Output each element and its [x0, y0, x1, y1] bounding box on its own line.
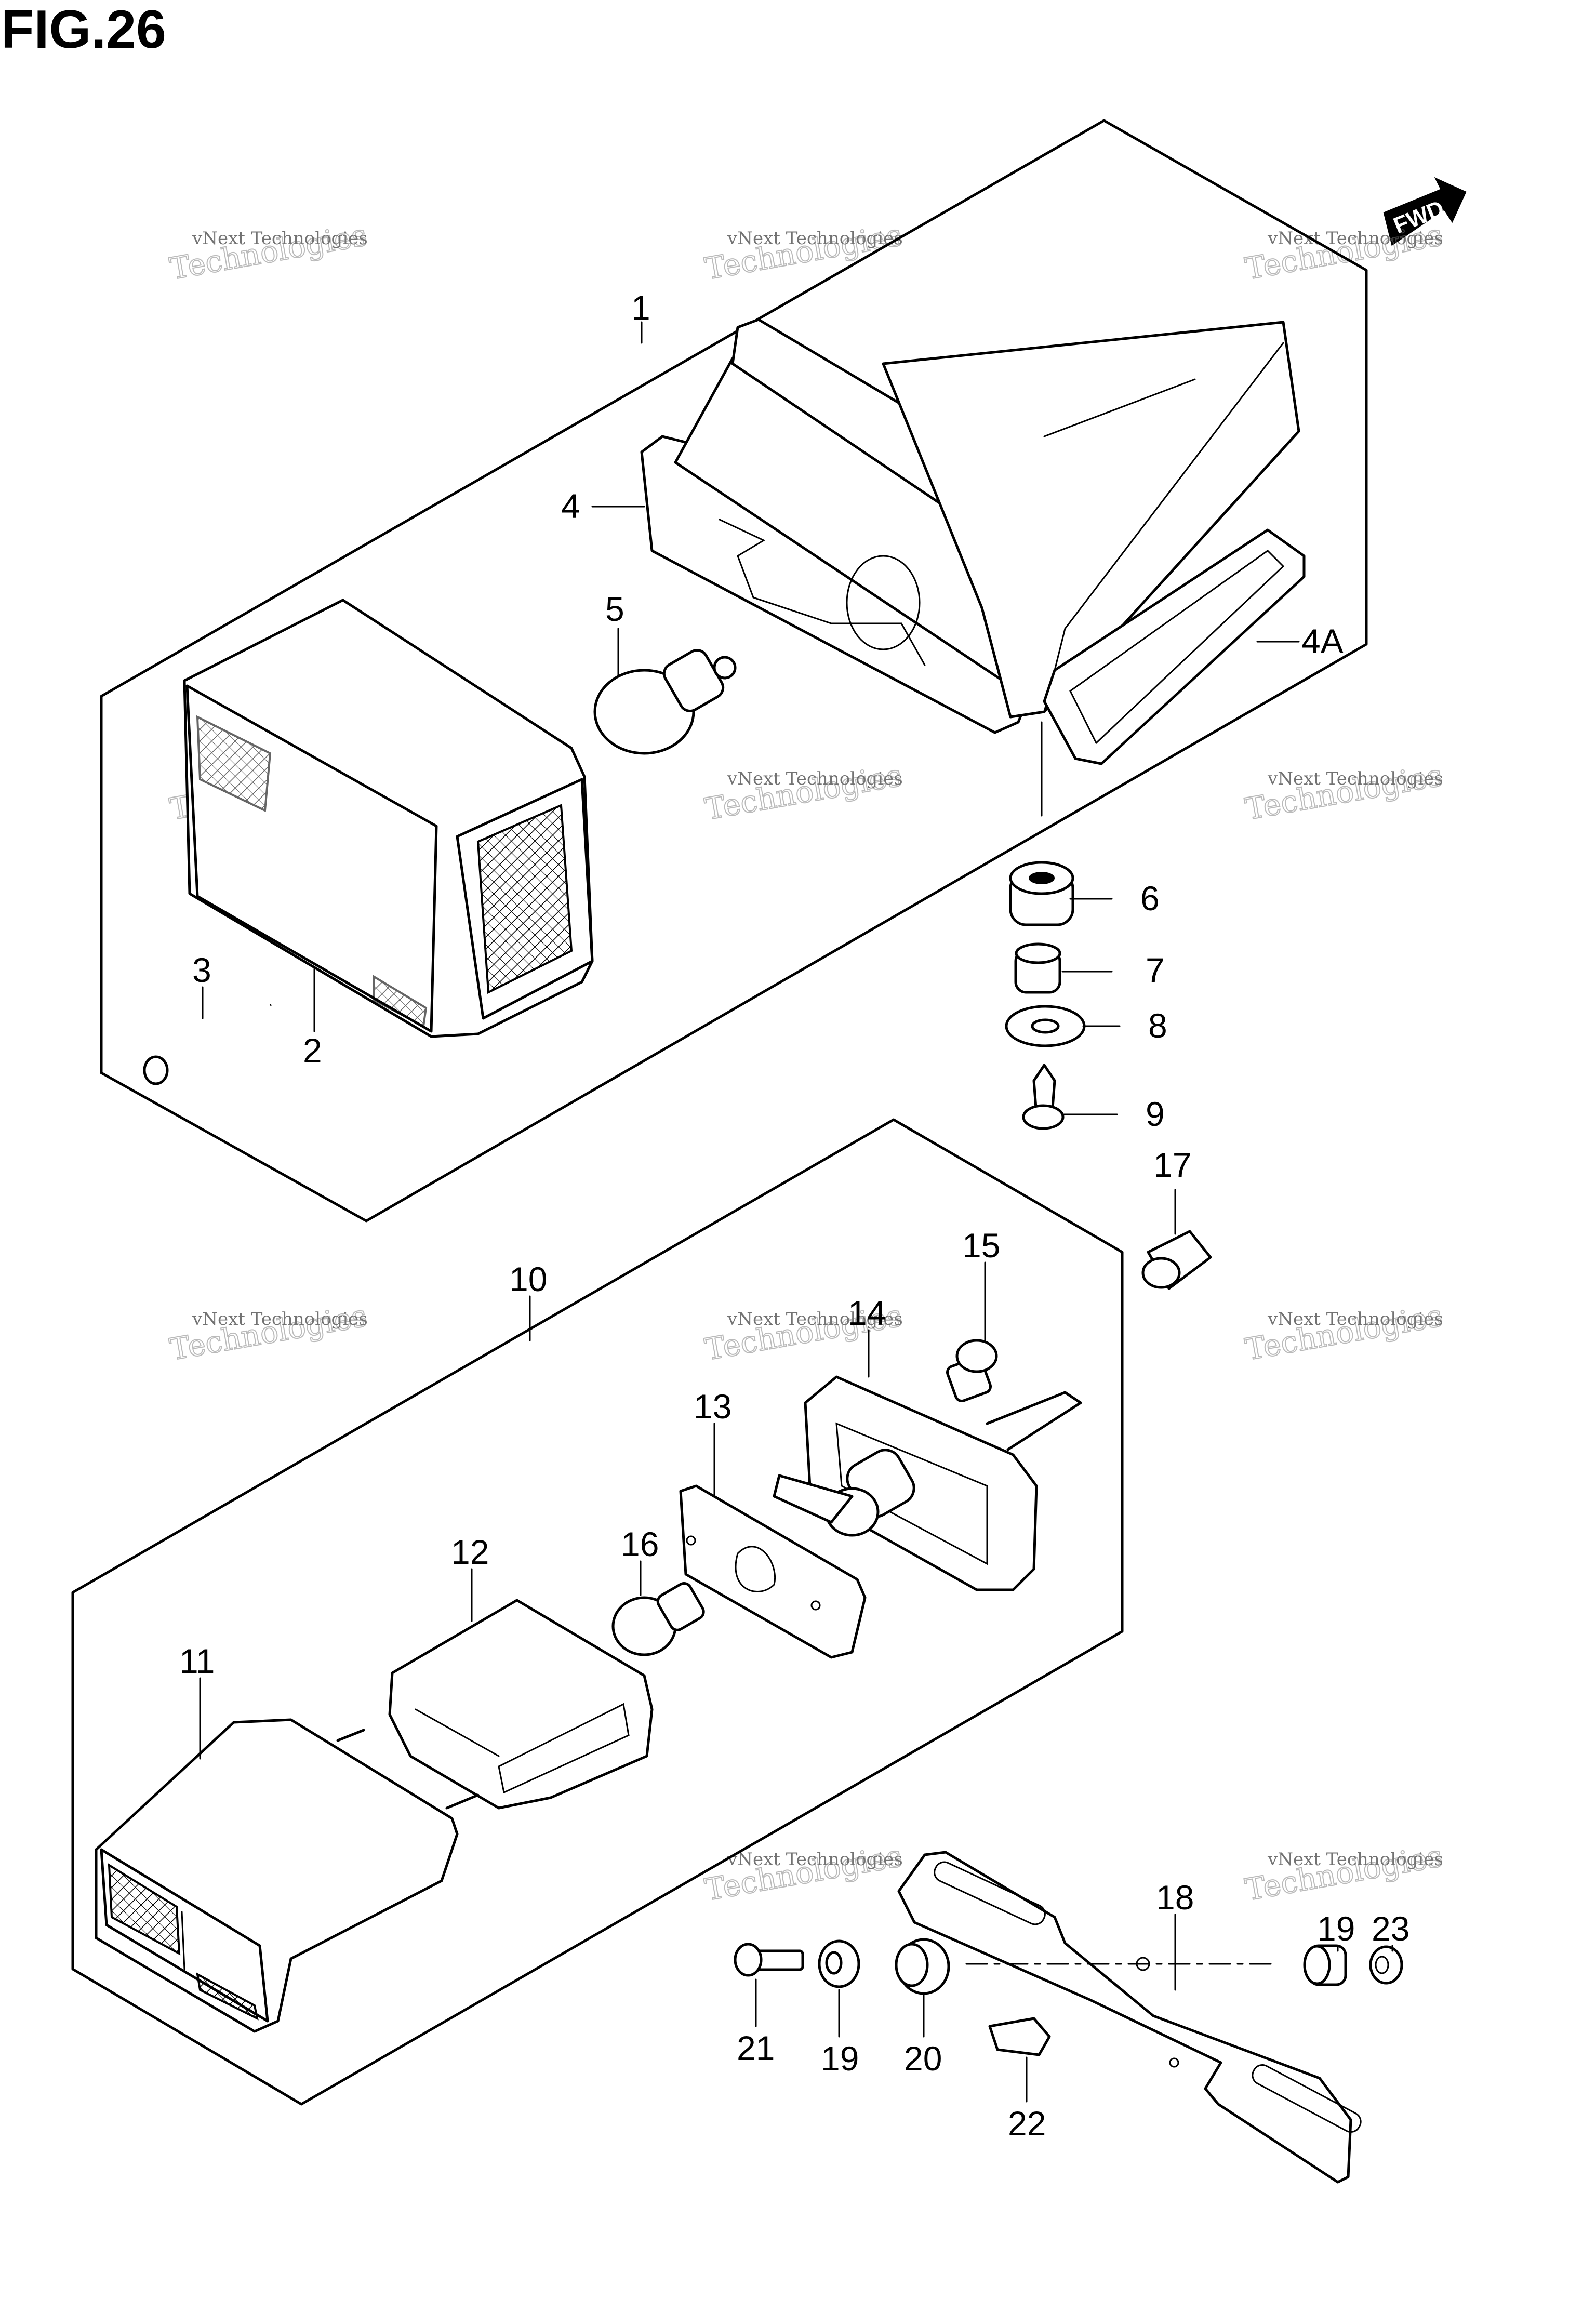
- svg-text:vNext Technologies: vNext Technologies: [1267, 1309, 1443, 1330]
- housing-11: [95, 1718, 480, 2033]
- callout-20: 20: [904, 2039, 942, 2078]
- callout-17: 17: [1153, 1146, 1191, 1184]
- watermark: vNext Technologies Technologies: [702, 1838, 906, 1908]
- bracket-18: [897, 1851, 1362, 2184]
- callout-4: 4: [561, 487, 580, 525]
- callout-4a: 4A: [1301, 622, 1344, 660]
- watermark: vNext Technologies Technologies: [702, 217, 906, 287]
- callout-3: 3: [192, 951, 211, 989]
- bolt-15: [946, 1339, 998, 1402]
- callout-2: 2: [303, 1031, 322, 1070]
- figure-title: FIG.26: [1, 0, 166, 60]
- svg-text:vNext Technologies: vNext Technologies: [192, 1309, 368, 1330]
- lens-12: [388, 1599, 654, 1810]
- callout-9: 9: [1146, 1095, 1165, 1133]
- svg-text:vNext Technologies: vNext Technologies: [727, 1309, 903, 1330]
- collar-19-right: [1303, 1944, 1347, 1986]
- gasket-plate-13: [679, 1484, 867, 1659]
- svg-text:Technologies: Technologies: [1243, 1838, 1445, 1908]
- callout-23: 23: [1372, 1909, 1409, 1948]
- callout-6: 6: [1140, 879, 1160, 918]
- nut-23: [1369, 1945, 1403, 1985]
- svg-text:vNext Technologies: vNext Technologies: [727, 1849, 903, 1870]
- svg-text:Technologies: Technologies: [167, 1298, 370, 1367]
- clip-22: [988, 2017, 1051, 2056]
- callout-8: 8: [1148, 1006, 1167, 1045]
- watermark: vNext Technologies Technologies: [167, 1297, 370, 1368]
- screw-3: [143, 1003, 272, 1085]
- svg-text:vNext Technologies: vNext Technologies: [1267, 768, 1443, 789]
- watermark: vNext Technologies Technologies: [1242, 217, 1446, 287]
- watermark: vNext Technologies Technologies: [1242, 1297, 1446, 1368]
- svg-text:Technologies: Technologies: [702, 1838, 905, 1908]
- callout-21: 21: [737, 2029, 775, 2067]
- forward-arrow-icon: [1383, 177, 1467, 246]
- callout-22: 22: [1008, 2104, 1046, 2143]
- watermark: vNext Technologies Technologies: [702, 757, 906, 828]
- lamp-base-14: [804, 1375, 1082, 1591]
- bulb-upper: [593, 649, 737, 755]
- callout-5: 5: [605, 590, 624, 628]
- washer-8: [1005, 1005, 1086, 1047]
- grommet-20: [895, 1938, 950, 1995]
- svg-text:Technologies: Technologies: [1243, 217, 1445, 287]
- watermark: vNext Technologies Technologies: [1242, 757, 1446, 828]
- callout-labels: 1 4 4A 5 2 3 6 7 8 9 17 15 10 14 13 16 1…: [179, 288, 1409, 2143]
- gasket-4a: [1043, 528, 1306, 765]
- callout-11: 11: [179, 1642, 215, 1680]
- assembly-outline-upper: [100, 119, 1368, 1223]
- svg-text:Technologies: Technologies: [702, 758, 905, 827]
- watermark: vNext Technologies Technologies: [1242, 1838, 1446, 1908]
- rear-housing: [640, 318, 1300, 734]
- callout-15: 15: [962, 1226, 1000, 1265]
- washer-19-left: [818, 1939, 860, 1988]
- svg-text:vNext Technologies: vNext Technologies: [727, 768, 903, 789]
- callout-7: 7: [1146, 951, 1165, 989]
- svg-text:Technologies: Technologies: [1243, 758, 1445, 827]
- leader-lines: [199, 321, 1393, 2103]
- collar-7: [1014, 942, 1061, 994]
- callout-16: 16: [621, 1525, 659, 1563]
- callout-18: 18: [1156, 1878, 1194, 1917]
- callout-14: 14: [848, 1294, 886, 1332]
- callout-12: 12: [451, 1533, 489, 1571]
- svg-text:vNext Technologies: vNext Technologies: [192, 228, 368, 249]
- callout-19-left: 19: [821, 2039, 859, 2078]
- svg-text:Technologies: Technologies: [1243, 1298, 1445, 1367]
- collar-17: [1141, 1230, 1212, 1290]
- callout-19-right: 19: [1317, 1909, 1355, 1948]
- svg-text:vNext Technologies: vNext Technologies: [1267, 1849, 1443, 1870]
- svg-text:Technologies: Technologies: [167, 217, 370, 287]
- screw-9: [1022, 1064, 1065, 1130]
- tail-lens: [183, 599, 594, 1038]
- bulb-socket: [773, 1449, 915, 1537]
- grommet-6: [1009, 861, 1074, 926]
- callout-13: 13: [694, 1387, 732, 1426]
- bolt-21: [734, 1943, 804, 1977]
- watermark: vNext Technologies Technologies: [167, 217, 370, 287]
- callout-1: 1: [631, 288, 650, 327]
- callout-10: 10: [509, 1260, 547, 1298]
- assembly-outline-lower: [71, 1118, 1124, 2106]
- svg-text:vNext Technologies: vNext Technologies: [727, 228, 903, 249]
- bulb-16: [611, 1582, 705, 1656]
